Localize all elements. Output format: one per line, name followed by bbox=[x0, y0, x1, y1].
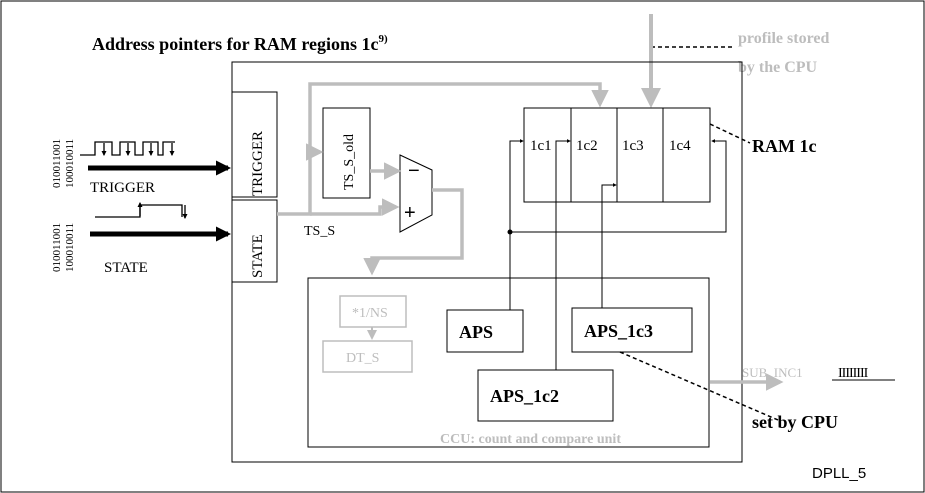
trigger-input-label: TRIGGER bbox=[90, 180, 155, 196]
state-waveform bbox=[95, 204, 183, 218]
trigger-bits-2: 100010011 bbox=[64, 139, 76, 188]
aps-1c3-label: APS_1c3 bbox=[584, 321, 653, 341]
trigger-block bbox=[231, 91, 278, 198]
state-input-label: STATE bbox=[104, 260, 148, 276]
aps-1c2-pointer bbox=[555, 139, 571, 370]
aps-block bbox=[446, 309, 524, 353]
ts-s-old-label: TS_S_old bbox=[342, 134, 357, 190]
ccu-label: CCU: count and compare unit bbox=[440, 432, 621, 447]
sub-inc-label: SUB_INC1 bbox=[742, 365, 803, 380]
junction-dot bbox=[507, 229, 513, 235]
diff-to-ccu-flow bbox=[363, 188, 464, 276]
trigger-waveform bbox=[80, 141, 175, 156]
profile-note-line2: by the CPU bbox=[738, 59, 818, 76]
ram-label-leader bbox=[709, 123, 751, 144]
aps-1c3-block bbox=[571, 307, 693, 353]
profile-note-line1: profile stored bbox=[738, 30, 830, 47]
sub-inc-pulses: IIIIIIII bbox=[838, 366, 869, 381]
aps-to-1c1-pointer bbox=[509, 139, 524, 310]
subtractor bbox=[399, 154, 433, 233]
ts-s-to-ram-flow bbox=[277, 82, 609, 216]
subtractor-minus: − bbox=[408, 160, 420, 182]
trigger-block-label: TRIGGER bbox=[250, 131, 266, 196]
aps-1c2-label: APS_1c2 bbox=[490, 386, 559, 406]
aps-1c3-pointer bbox=[601, 183, 617, 308]
ram-cell-1c2: 1c2 bbox=[576, 138, 598, 154]
figure-id: DPLL_5 bbox=[812, 465, 866, 482]
ram-cell-1c3: 1c3 bbox=[622, 138, 644, 154]
ram-cell-1c4: 1c4 bbox=[669, 138, 691, 154]
dt-s-label: DT_S bbox=[346, 351, 379, 366]
ts-s-to-sub-flow bbox=[310, 198, 400, 216]
ram-1c-label: RAM 1c bbox=[752, 136, 816, 156]
ram-cell-1c1: 1c1 bbox=[530, 138, 552, 154]
set-by-cpu-leader bbox=[619, 351, 779, 421]
state-block-label: STATE bbox=[250, 234, 266, 278]
aps-1c2-block bbox=[477, 369, 614, 422]
ts-s-label: TS_S bbox=[304, 224, 335, 239]
figure-title: Address pointers for RAM regions 1c9) bbox=[92, 33, 388, 54]
subtractor-plus: + bbox=[404, 202, 416, 224]
ccu-block bbox=[307, 277, 710, 448]
aps-label: APS bbox=[459, 322, 493, 342]
dt-s-block bbox=[322, 340, 413, 373]
state-bits-2: 100010011 bbox=[64, 223, 76, 272]
state-block bbox=[231, 199, 278, 283]
trigger-bits-1: 010011001 bbox=[51, 139, 63, 188]
mult-ns-label: *1/NS bbox=[352, 306, 388, 321]
state-bits-1: 010011001 bbox=[51, 223, 63, 272]
wraparound-pointer bbox=[510, 139, 727, 233]
set-by-cpu-label: set by CPU bbox=[752, 412, 838, 432]
